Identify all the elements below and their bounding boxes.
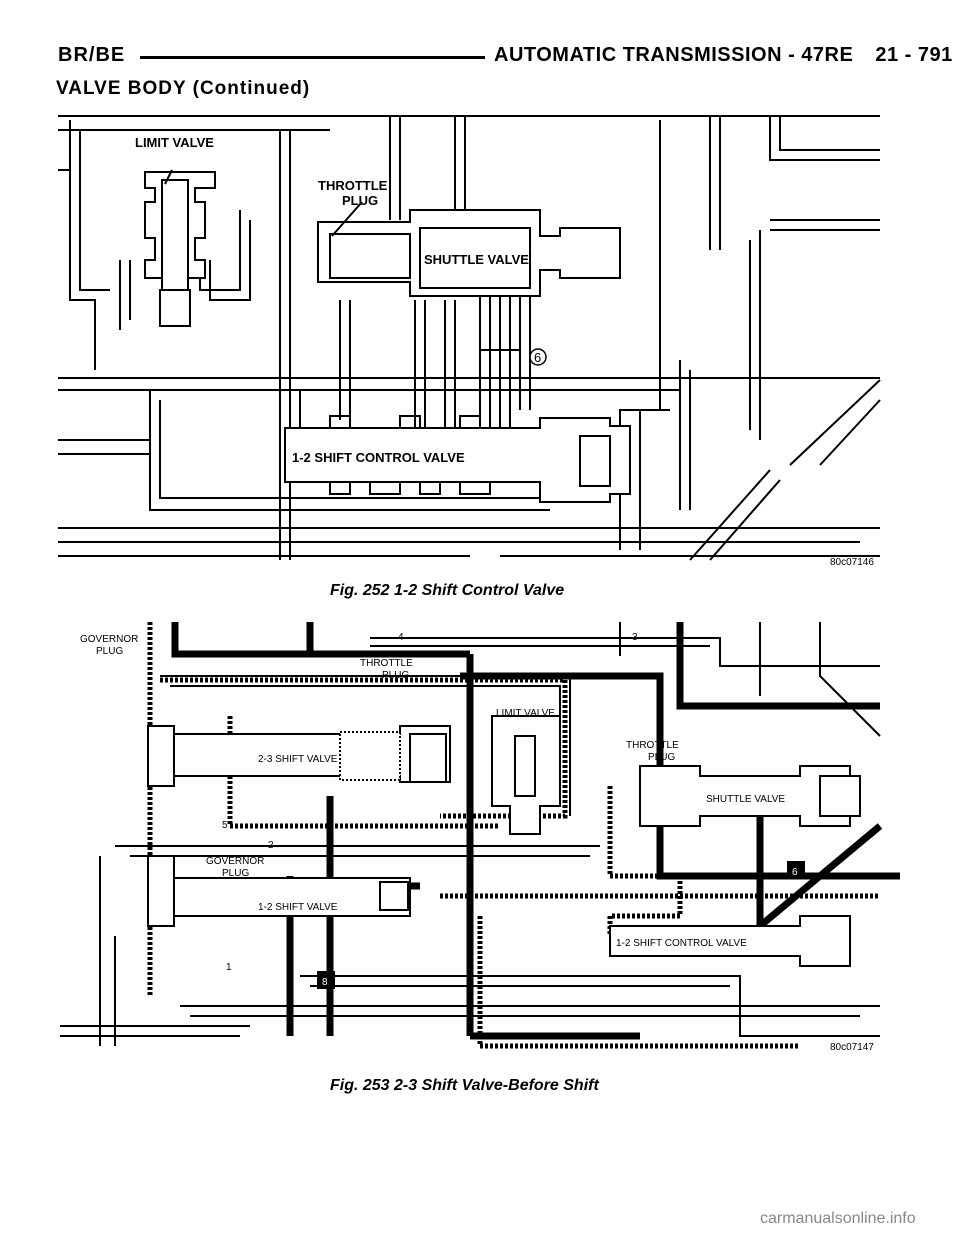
section-title: VALVE BODY (Continued) <box>56 78 311 99</box>
header-rule <box>140 56 485 59</box>
fig2-callout-2: 2 <box>268 840 274 851</box>
shuttle-valve-body <box>639 765 861 827</box>
limit-valve-body <box>491 715 561 835</box>
fig1-label-plug: PLUG <box>342 193 378 208</box>
fig2-callout-5: 5 <box>222 820 228 831</box>
fig2-label-plug-top: PLUG <box>96 646 123 657</box>
fig2-label-governor-top: GOVERNOR <box>80 634 138 645</box>
fluid-passages <box>58 115 881 561</box>
fig1-image-code: 80c07146 <box>830 557 874 568</box>
fig2-label-12-shift: 1-2 SHIFT VALVE <box>258 902 338 913</box>
shuttle-valve-body <box>317 201 621 469</box>
figure-1: LIMIT VALVE THROTTLE PLUG SHUTTLE VALVE … <box>0 110 960 570</box>
fig1-label-limit-valve: LIMIT VALVE <box>135 135 214 150</box>
control-valve-body <box>284 415 631 503</box>
fig2-callout-3: 3 <box>632 632 638 643</box>
fig2-label-throttle-left: THROTTLE <box>360 658 413 669</box>
figure-2-caption: Fig. 253 2-3 Shift Valve-Before Shift <box>330 1077 599 1094</box>
fig2-label-throttle-right: THROTTLE <box>626 740 679 751</box>
fig2-label-plug-right: PLUG <box>648 752 675 763</box>
fig2-label-plug-left: PLUG <box>382 670 409 681</box>
fig1-callout-circle <box>529 348 547 366</box>
page-number: 21 - 791 <box>875 44 953 66</box>
fig1-callout-6: 6 <box>534 350 541 365</box>
fig2-callout-4: 4 <box>398 632 404 643</box>
figure-2: GOVERNOR PLUG THROTTLE PLUG LIMIT VALVE … <box>0 616 960 1066</box>
control-valve-body <box>609 915 851 967</box>
fig2-label-plug-mid: PLUG <box>222 868 249 879</box>
fluid-passages <box>60 622 900 1046</box>
fig2-label-control-valve: 1-2 SHIFT CONTROL VALVE <box>616 938 747 949</box>
shift-valve-12-body <box>147 855 411 927</box>
fig2-callout-6-box <box>787 861 805 879</box>
fig1-label-throttle: THROTTLE <box>318 178 388 193</box>
fig2-callout-8: 8 <box>322 977 328 988</box>
header-title: AUTOMATIC TRANSMISSION - 47RE <box>494 44 854 66</box>
fig2-callout-8-box <box>317 971 335 989</box>
figure-2-diagram: GOVERNOR PLUG THROTTLE PLUG LIMIT VALVE … <box>60 622 900 1053</box>
fig2-image-code: 80c07147 <box>830 1042 874 1053</box>
exhaust-passages <box>147 622 880 1049</box>
header-title-group: AUTOMATIC TRANSMISSION - 47RE 21 - 791 <box>494 44 953 67</box>
fig2-label-shuttle-valve: SHUTTLE VALVE <box>706 794 785 805</box>
fig1-label-shuttle-valve: SHUTTLE VALVE <box>424 252 529 267</box>
fig1-label-control-valve: 1-2 SHIFT CONTROL VALVE <box>292 450 465 465</box>
limit-valve-body <box>144 169 216 327</box>
figure-1-caption: Fig. 252 1-2 Shift Control Valve <box>330 582 565 599</box>
shift-valve-23-body <box>147 725 451 787</box>
fig2-label-governor-mid: GOVERNOR <box>206 856 264 867</box>
fig2-label-23-shift: 2-3 SHIFT VALVE <box>258 754 338 765</box>
fig2-callout-6: 6 <box>792 867 798 878</box>
fig2-label-limit-valve: LIMIT VALVE <box>496 708 555 719</box>
watermark: carmanualsonline.info <box>760 1210 916 1227</box>
fig2-callout-1: 1 <box>226 962 232 973</box>
section-code: BR/BE <box>58 44 126 66</box>
figure-1-diagram: LIMIT VALVE THROTTLE PLUG SHUTTLE VALVE … <box>58 115 881 568</box>
